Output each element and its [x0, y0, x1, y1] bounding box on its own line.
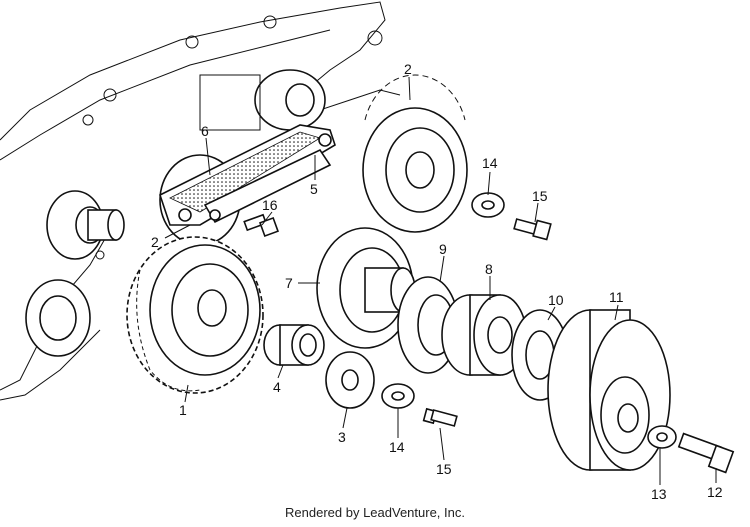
callout-10: 10 [548, 292, 564, 308]
bolt-12 [677, 432, 735, 474]
cam-sprocket [362, 74, 468, 233]
primary-sprocket [316, 227, 416, 349]
pulley [547, 309, 671, 471]
callout-5: 5 [310, 181, 318, 197]
chain-guide-slipper [159, 124, 336, 226]
callout-15-lower: 15 [436, 461, 452, 477]
drive-sprocket-and-chain [126, 236, 264, 394]
callout-8: 8 [485, 261, 493, 277]
callout-4: 4 [273, 379, 281, 395]
bolt-lower [422, 407, 458, 427]
footer-credit: Rendered by LeadVenture, Inc. [285, 505, 465, 520]
washer-13 [647, 425, 677, 449]
small-sprocket [325, 351, 375, 409]
callout-6: 6 [201, 123, 209, 139]
callout-2-lower: 2 [151, 234, 159, 250]
callout-14-lower: 14 [389, 439, 405, 455]
callout-1: 1 [179, 402, 187, 418]
callout-15-upper: 15 [532, 188, 548, 204]
callout-3: 3 [338, 429, 346, 445]
needle-bearing [263, 324, 325, 366]
callout-14-upper: 14 [482, 155, 498, 171]
callout-7: 7 [285, 275, 293, 291]
callout-2: 2 [404, 61, 412, 77]
callout-12: 12 [707, 484, 723, 500]
tensioner-arm [203, 148, 332, 224]
callout-16: 16 [262, 197, 278, 213]
callout-11: 11 [609, 289, 624, 305]
bolt-upper [513, 218, 552, 241]
callout-13: 13 [651, 486, 667, 502]
washer-lower [381, 383, 415, 409]
washer-upper [471, 192, 505, 218]
bolt-16 [243, 213, 279, 237]
callout-9: 9 [439, 241, 447, 257]
leader-lines [164, 76, 717, 485]
